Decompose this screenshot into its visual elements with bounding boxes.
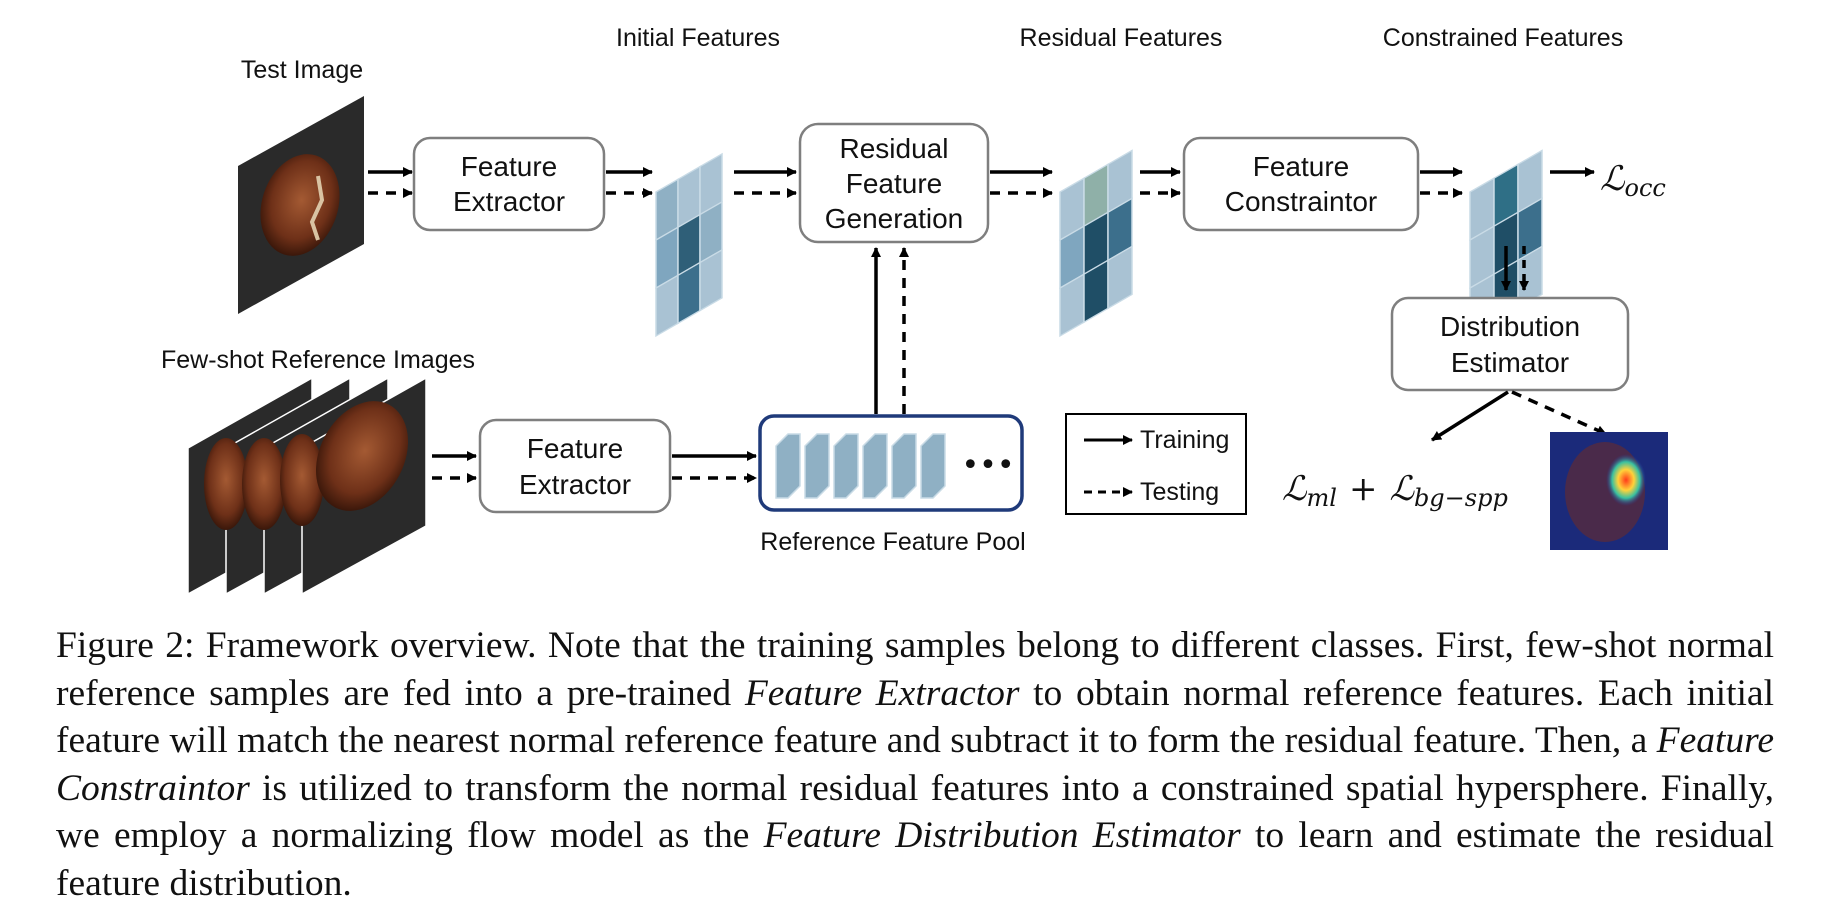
arrow-de-to-loss xyxy=(1431,390,1509,442)
rfg-line1: Residual xyxy=(840,133,949,164)
fc-line2: Constraintor xyxy=(1225,186,1378,217)
fe-top-line1: Feature xyxy=(461,151,558,182)
test-image xyxy=(238,96,364,314)
loss-ml-bg-spp: ℒml+ℒbg−spp xyxy=(1282,469,1508,512)
rfg-line3: Generation xyxy=(825,203,964,234)
figure-caption: Figure 2: Framework overview. Note that … xyxy=(56,622,1774,907)
fe-bottom-line2: Extractor xyxy=(519,469,631,500)
loss-occ: ℒocc xyxy=(1600,159,1666,202)
framework-diagram: Test Image Initial Features Residual Fea… xyxy=(161,24,1668,596)
caption-em-feature-constraintor: Feature Constraintor xyxy=(56,720,1774,809)
residual-features-label: Residual Features xyxy=(1020,24,1223,52)
fe-bottom-line1: Feature xyxy=(527,433,624,464)
de-line2: Estimator xyxy=(1451,347,1569,378)
fe-top-line2: Extractor xyxy=(453,186,565,217)
feature-constraintor-box: Feature Constraintor xyxy=(1182,136,1420,232)
caption-em-distribution-estimator: Feature Distribution Estimator xyxy=(763,815,1241,856)
caption-mid2: is utilized to transform the normal resi… xyxy=(56,767,1774,857)
initial-features-label: Initial Features xyxy=(616,24,780,52)
constrained-features-label: Constrained Features xyxy=(1383,24,1623,52)
few-shot-label: Few-shot Reference Images xyxy=(161,346,475,374)
legend-testing-label: Testing xyxy=(1140,478,1219,506)
residual-features-grid xyxy=(1059,149,1133,338)
feature-extractor-top-box: Feature Extractor xyxy=(412,136,606,232)
legend-training-label: Training xyxy=(1140,426,1229,454)
caption-prefix: Figure 2: Framework overview. Note that … xyxy=(56,625,1774,714)
caption-mid1: to obtain normal reference features. Eac… xyxy=(56,672,1774,762)
distribution-estimator-box: Distribution Estimator xyxy=(1390,296,1630,392)
fc-line1: Feature xyxy=(1253,151,1350,182)
de-line1: Distribution xyxy=(1440,311,1580,342)
reference-feature-pool: ••• xyxy=(758,414,1024,512)
pool-ellipsis: ••• xyxy=(961,448,1014,483)
reference-feature-pool-label: Reference Feature Pool xyxy=(760,528,1025,556)
anomaly-heatmap xyxy=(1550,432,1668,550)
test-image-label: Test Image xyxy=(241,56,363,84)
few-shot-reference-images xyxy=(187,376,427,596)
arrow-de-to-heatmap xyxy=(1511,390,1607,436)
caption-suffix: to learn and estimate the residual featu… xyxy=(56,815,1775,904)
feature-extractor-bottom-box: Feature Extractor xyxy=(478,418,672,514)
residual-feature-generation-box: Residual Feature Generation xyxy=(798,122,990,244)
initial-features-grid xyxy=(655,152,723,338)
legend: Training Testing xyxy=(1065,413,1247,515)
rfg-line2: Feature xyxy=(846,168,943,199)
caption-em-feature-extractor: Feature Extractor xyxy=(744,672,1020,714)
